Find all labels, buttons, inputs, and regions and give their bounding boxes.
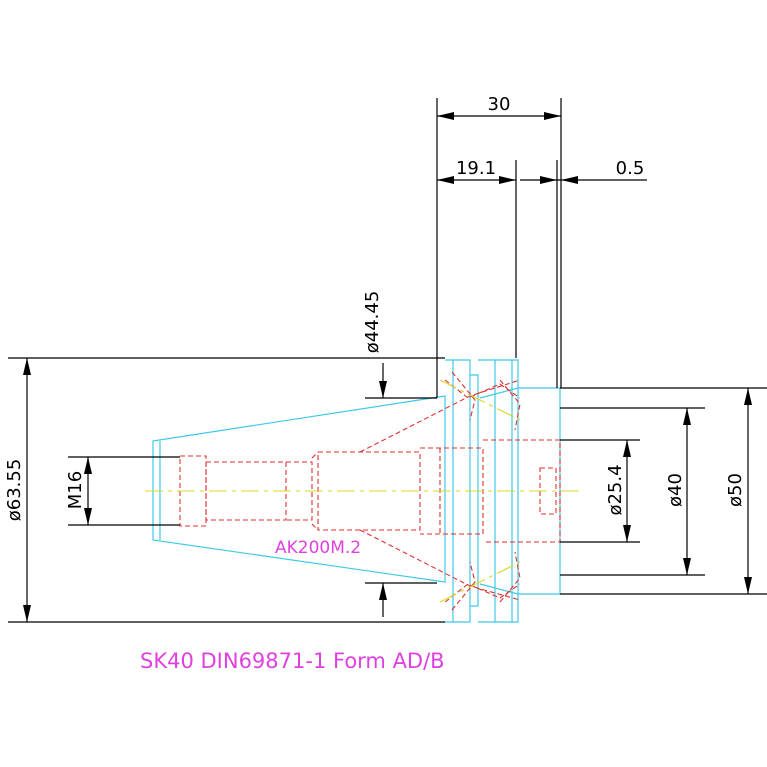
dim-thread: M16: [65, 471, 86, 509]
dim-face-diameter-40: ø40: [665, 473, 686, 507]
dim-gap: 0.5: [616, 158, 645, 179]
dim-flange-diameter: ø44.45: [362, 291, 383, 354]
dim-flange-outer-diameter: ø63.55: [4, 459, 25, 522]
drawing-title: SK40 DIN69871-1 Form AD/B: [140, 649, 445, 673]
dim-overall-length: 30: [488, 94, 511, 115]
dimension-lines: [8, 98, 767, 623]
dim-flange-length: 19.1: [456, 158, 496, 179]
part-label: AK200M.2: [275, 538, 361, 558]
dim-face-diameter-50: ø50: [725, 473, 746, 507]
centerlines: [145, 379, 580, 603]
dim-bore-diameter: ø25.4: [605, 464, 626, 515]
